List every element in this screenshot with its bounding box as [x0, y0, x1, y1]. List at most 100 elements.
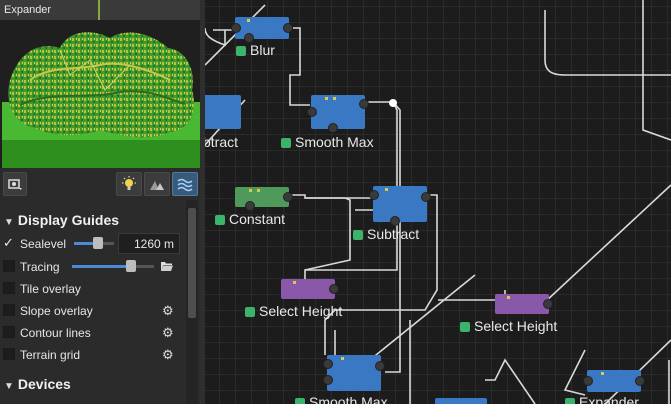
slope-overlay-gear-icon[interactable]: ⚙ [162, 303, 174, 318]
tile-overlay-row: Tile overlay [0, 278, 186, 300]
contour-lines-row: Contour lines ⚙ [0, 322, 186, 344]
panel-scrollbar[interactable] [186, 200, 198, 404]
node-expander-label: Expander [565, 394, 639, 404]
node-smooth-max[interactable] [307, 95, 369, 133]
slope-overlay-label: Slope overlay [20, 304, 93, 318]
tracing-checkbox[interactable] [3, 260, 15, 272]
collapse-triangle-icon: ▼ [4, 381, 14, 392]
node-status-dot [460, 322, 470, 332]
node-select-height-right[interactable] [495, 294, 553, 314]
panel-title: Expander [0, 0, 205, 20]
node-subtract-label: Subtract [353, 226, 419, 242]
tracing-label: Tracing [20, 260, 60, 274]
tile-overlay-checkbox[interactable] [3, 282, 15, 294]
node-output-port[interactable] [543, 299, 553, 309]
wire [485, 358, 536, 404]
node-input-port[interactable] [323, 375, 333, 385]
tile-overlay-label: Tile overlay [20, 282, 81, 296]
contour-lines-label: Contour lines [20, 326, 91, 340]
tracing-slider-thumb[interactable] [126, 260, 137, 272]
node-pin [507, 296, 510, 299]
node-status-dot [353, 230, 363, 240]
node-constant[interactable] [235, 187, 293, 211]
sealevel-value: 1260 m [133, 237, 174, 251]
node-subtract-left-label: btract [205, 134, 239, 150]
display-guides-header[interactable]: ▼Display Guides [0, 210, 186, 230]
terrain-grid-label: Terrain grid [20, 348, 81, 362]
title-marker [98, 0, 100, 20]
node-input-port[interactable] [583, 376, 593, 386]
node-output-port[interactable] [375, 361, 385, 371]
node-output-port[interactable] [635, 376, 645, 386]
node-smooth-max-label: Smooth Max [281, 134, 374, 150]
node-graph-canvas[interactable]: Blur btract Smooth Max Constant Subtract… [205, 0, 671, 404]
node-bottom-port[interactable] [245, 201, 255, 211]
node-pin [249, 189, 252, 192]
node-pin [247, 19, 250, 22]
node-smooth-max-bottom[interactable] [323, 355, 385, 391]
node-pin [325, 97, 328, 100]
node-status-dot [245, 307, 255, 317]
sealevel-slider-thumb[interactable] [93, 237, 103, 249]
node-output-port[interactable] [359, 99, 369, 109]
tracing-slider[interactable] [72, 260, 154, 272]
node-status-dot [236, 46, 246, 56]
node-pin [385, 188, 388, 191]
node-input-port[interactable] [231, 23, 241, 33]
node-blur-label: Blur [236, 42, 275, 58]
sealevel-checkbox[interactable]: ✓ [3, 235, 14, 250]
wire [563, 349, 586, 396]
node-output-port[interactable] [283, 23, 293, 33]
node-select-height-left-label: Select Height [245, 303, 342, 319]
wire [289, 194, 351, 271]
preview-toolbar [0, 168, 200, 200]
node-bottom-port[interactable] [390, 216, 400, 226]
slope-overlay-checkbox[interactable] [3, 304, 15, 316]
node-status-dot [215, 215, 225, 225]
node-status-dot [281, 138, 291, 148]
sealevel-slider-fill [74, 242, 98, 245]
node-constant-label: Constant [215, 211, 285, 227]
sealevel-value-field[interactable]: 1260 m [118, 233, 180, 254]
node-input-port[interactable] [323, 359, 333, 369]
panel-splitter[interactable] [200, 0, 205, 404]
node-select-height-left[interactable] [281, 279, 339, 299]
node-subtract-left[interactable] [205, 95, 241, 129]
slope-overlay-row: Slope overlay ⚙ [0, 300, 186, 322]
water-button[interactable] [172, 172, 198, 196]
node-input-port[interactable] [307, 107, 317, 117]
node-bottom-port[interactable] [328, 123, 338, 133]
terrain-preview[interactable] [0, 20, 200, 168]
node-input-port[interactable] [369, 190, 379, 200]
wire-junction [389, 99, 397, 107]
terrain-grid-checkbox[interactable] [3, 348, 15, 360]
terrain-grid-gear-icon[interactable]: ⚙ [162, 347, 174, 362]
node-bottom-port[interactable] [244, 33, 254, 43]
contour-lines-gear-icon[interactable]: ⚙ [162, 325, 174, 340]
node-output-port[interactable] [421, 192, 431, 202]
folder-open-icon[interactable] [160, 256, 174, 278]
contour-lines-checkbox[interactable] [3, 326, 15, 338]
tracing-row: Tracing [0, 256, 186, 278]
node-expander[interactable] [583, 370, 645, 392]
devices-header[interactable]: ▼Devices [0, 374, 186, 394]
panel-scrollbar-thumb[interactable] [188, 208, 196, 318]
rocks-button[interactable] [144, 172, 170, 196]
wire [544, 184, 671, 303]
render-settings-icon [8, 179, 22, 190]
lighting-button[interactable] [116, 172, 142, 196]
node-pin [601, 372, 604, 375]
tracing-slider-fill [72, 265, 132, 268]
node-pin [257, 189, 260, 192]
node-blur[interactable] [231, 17, 293, 43]
node-output-port[interactable] [283, 192, 293, 202]
node-partial[interactable] [435, 398, 487, 404]
sealevel-slider[interactable] [74, 237, 114, 249]
collapse-triangle-icon: ▼ [4, 217, 14, 228]
node-subtract[interactable] [369, 186, 431, 226]
node-select-height-right-label: Select Height [460, 318, 557, 334]
terrain-preview-image [2, 32, 200, 168]
node-output-port[interactable] [329, 284, 339, 294]
node-pin [333, 97, 336, 100]
render-settings-button[interactable] [3, 172, 27, 196]
